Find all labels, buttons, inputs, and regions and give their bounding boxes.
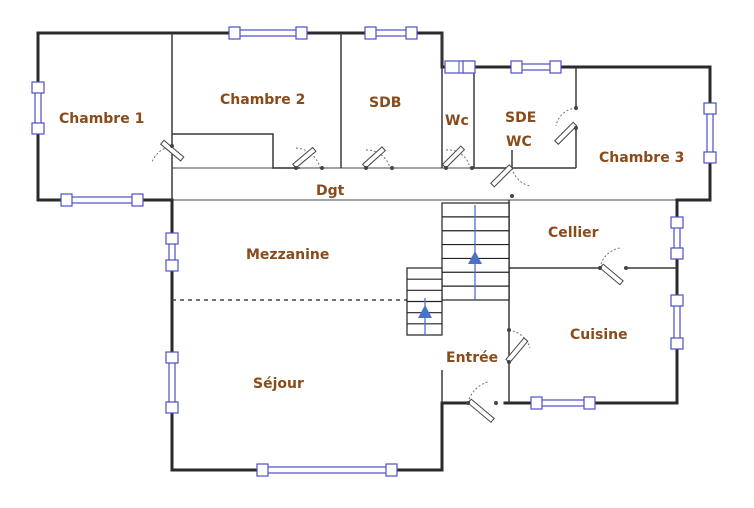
room-label-chambre-2: Chambre 2 [220,92,305,108]
room-label-wc: Wc [445,113,469,129]
room-label-cellier: Cellier [548,225,599,241]
room-label-dgt: Dgt [316,183,345,199]
doors [151,106,628,423]
stair-arrow-head-lower [418,305,432,318]
room-label-entree: Entrée [446,350,498,366]
room-label-sejour: Séjour [253,376,304,392]
interior-walls [171,33,677,403]
room-label-chambre-3: Chambre 3 [599,150,684,166]
room-labels: Chambre 1 Chambre 2 SDB Wc SDE WC Chambr… [59,92,684,392]
stair-arrow-head-upper [468,251,482,264]
room-label-sdb: SDB [369,95,401,111]
room-label-chambre-1: Chambre 1 [59,111,144,127]
room-label-mezzanine: Mezzanine [246,247,329,263]
staircase [406,202,510,336]
room-label-cuisine: Cuisine [570,327,628,343]
corridor-lines [172,167,710,201]
windows [31,26,717,477]
room-label-sde-wc: WC [506,134,532,150]
room-label-sde: SDE [505,110,536,126]
